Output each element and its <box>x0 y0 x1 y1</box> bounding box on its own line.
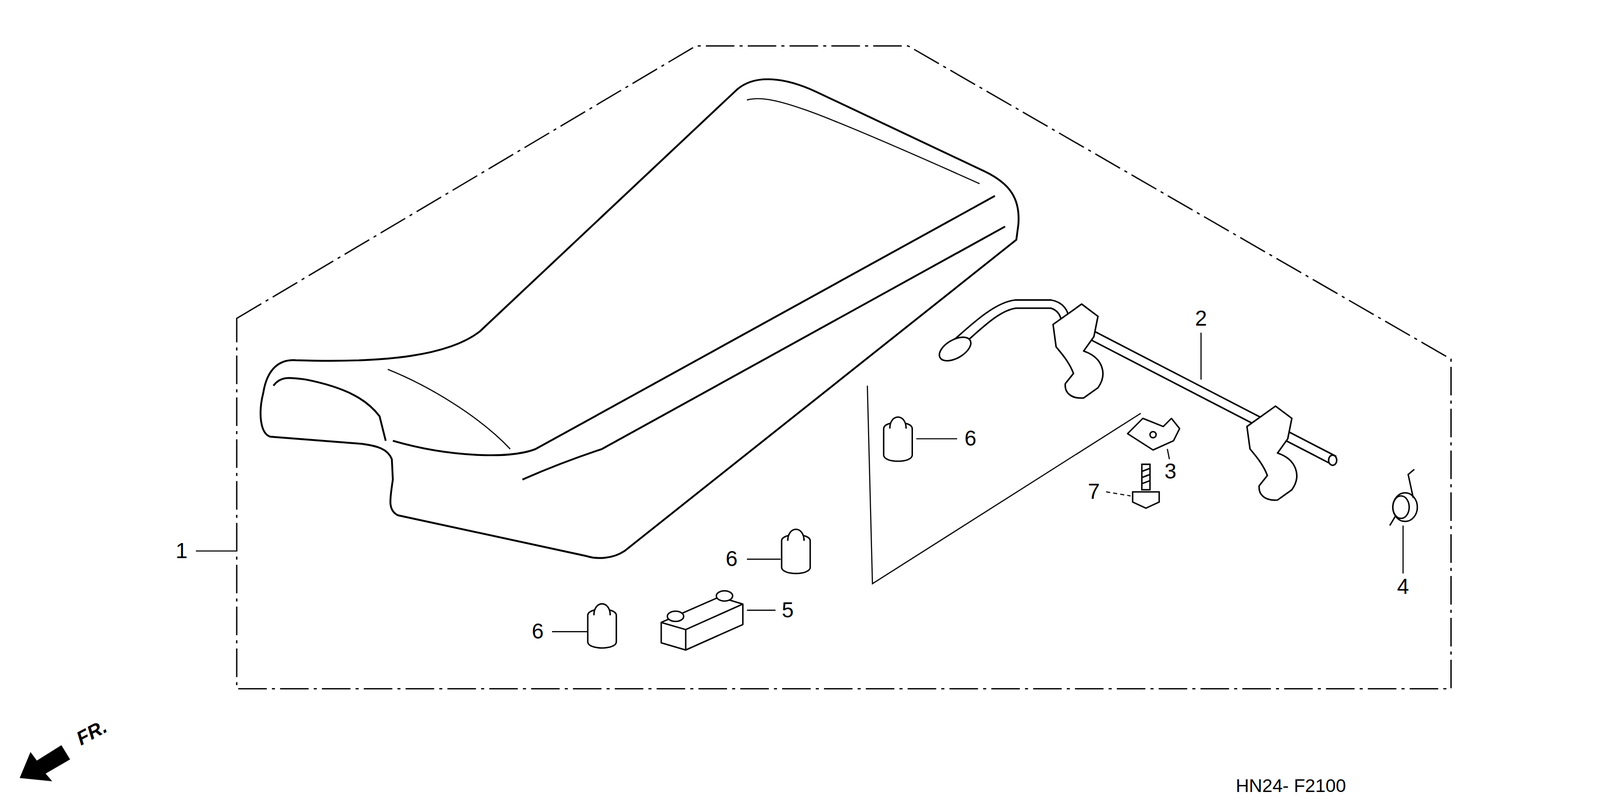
bolt-part <box>1141 468 1150 484</box>
latch-rod-part <box>960 308 1062 347</box>
spring-part <box>1408 469 1415 498</box>
group-frame <box>236 46 1451 689</box>
rubber-cushion <box>587 416 913 648</box>
latch-rod-part <box>1061 316 1336 464</box>
rubber-cushion-part <box>889 416 907 429</box>
callout-number: 5 <box>781 599 794 622</box>
bolt-part <box>1132 491 1160 509</box>
latch-rod-part <box>1053 304 1104 399</box>
seat-part <box>392 195 995 456</box>
callout-number: 6 <box>964 428 976 450</box>
seat-part <box>260 79 1019 558</box>
leader-lines-part <box>552 631 588 632</box>
cushion-block-part <box>716 590 733 601</box>
callout-number: 7 <box>1088 480 1100 503</box>
direction-label: FR. <box>73 716 111 749</box>
callout-number: 6 <box>725 548 738 570</box>
bolt <box>1132 464 1160 509</box>
leader-lines-part <box>1167 448 1170 460</box>
clip-part <box>1127 418 1180 450</box>
front-arrow-part <box>20 745 70 781</box>
latch-rod <box>935 300 1337 501</box>
seat-part <box>273 377 386 441</box>
bolt-part <box>1141 464 1150 490</box>
seat-part <box>522 226 1006 480</box>
callout-number: 3 <box>1164 460 1176 483</box>
sub-frame-part <box>867 385 1141 584</box>
leader-lines-part <box>195 550 237 552</box>
rubber-cushion-part <box>593 603 611 616</box>
latch-rod-part <box>1247 406 1297 501</box>
spring-part <box>1389 515 1396 526</box>
leader-lines-part <box>746 558 781 560</box>
leader-lines-part <box>916 438 958 440</box>
callout-number: 6 <box>531 620 544 643</box>
callout-number: 2 <box>1194 307 1207 330</box>
latch-rod-part <box>953 300 1069 341</box>
rubber-cushion-part <box>787 529 805 541</box>
seat-part <box>387 369 511 449</box>
leader-lines-part <box>1106 491 1131 496</box>
latch-rod-part <box>935 332 975 366</box>
seat <box>260 79 1019 558</box>
leader-lines <box>195 332 1403 632</box>
spring <box>1389 469 1418 526</box>
leader-lines-part <box>746 609 776 611</box>
clip <box>1127 418 1180 450</box>
leader-lines-part <box>1402 525 1404 574</box>
seat-part <box>746 98 980 184</box>
latch-rod-part <box>1328 455 1337 466</box>
figure-code: HN24- F2100 <box>1235 776 1346 795</box>
sub-frame <box>867 385 1141 584</box>
leader-lines-part <box>1200 332 1202 380</box>
clip-part <box>1150 431 1157 438</box>
cushion-block-part <box>667 611 684 622</box>
callout-number: 1 <box>175 540 188 562</box>
cushion-block-part <box>661 596 743 650</box>
front-arrow <box>20 745 70 781</box>
cushion-block <box>661 590 743 650</box>
cushion-block-part <box>661 604 743 651</box>
group-frame-part <box>236 46 1451 689</box>
callout-number: 4 <box>1397 576 1409 598</box>
